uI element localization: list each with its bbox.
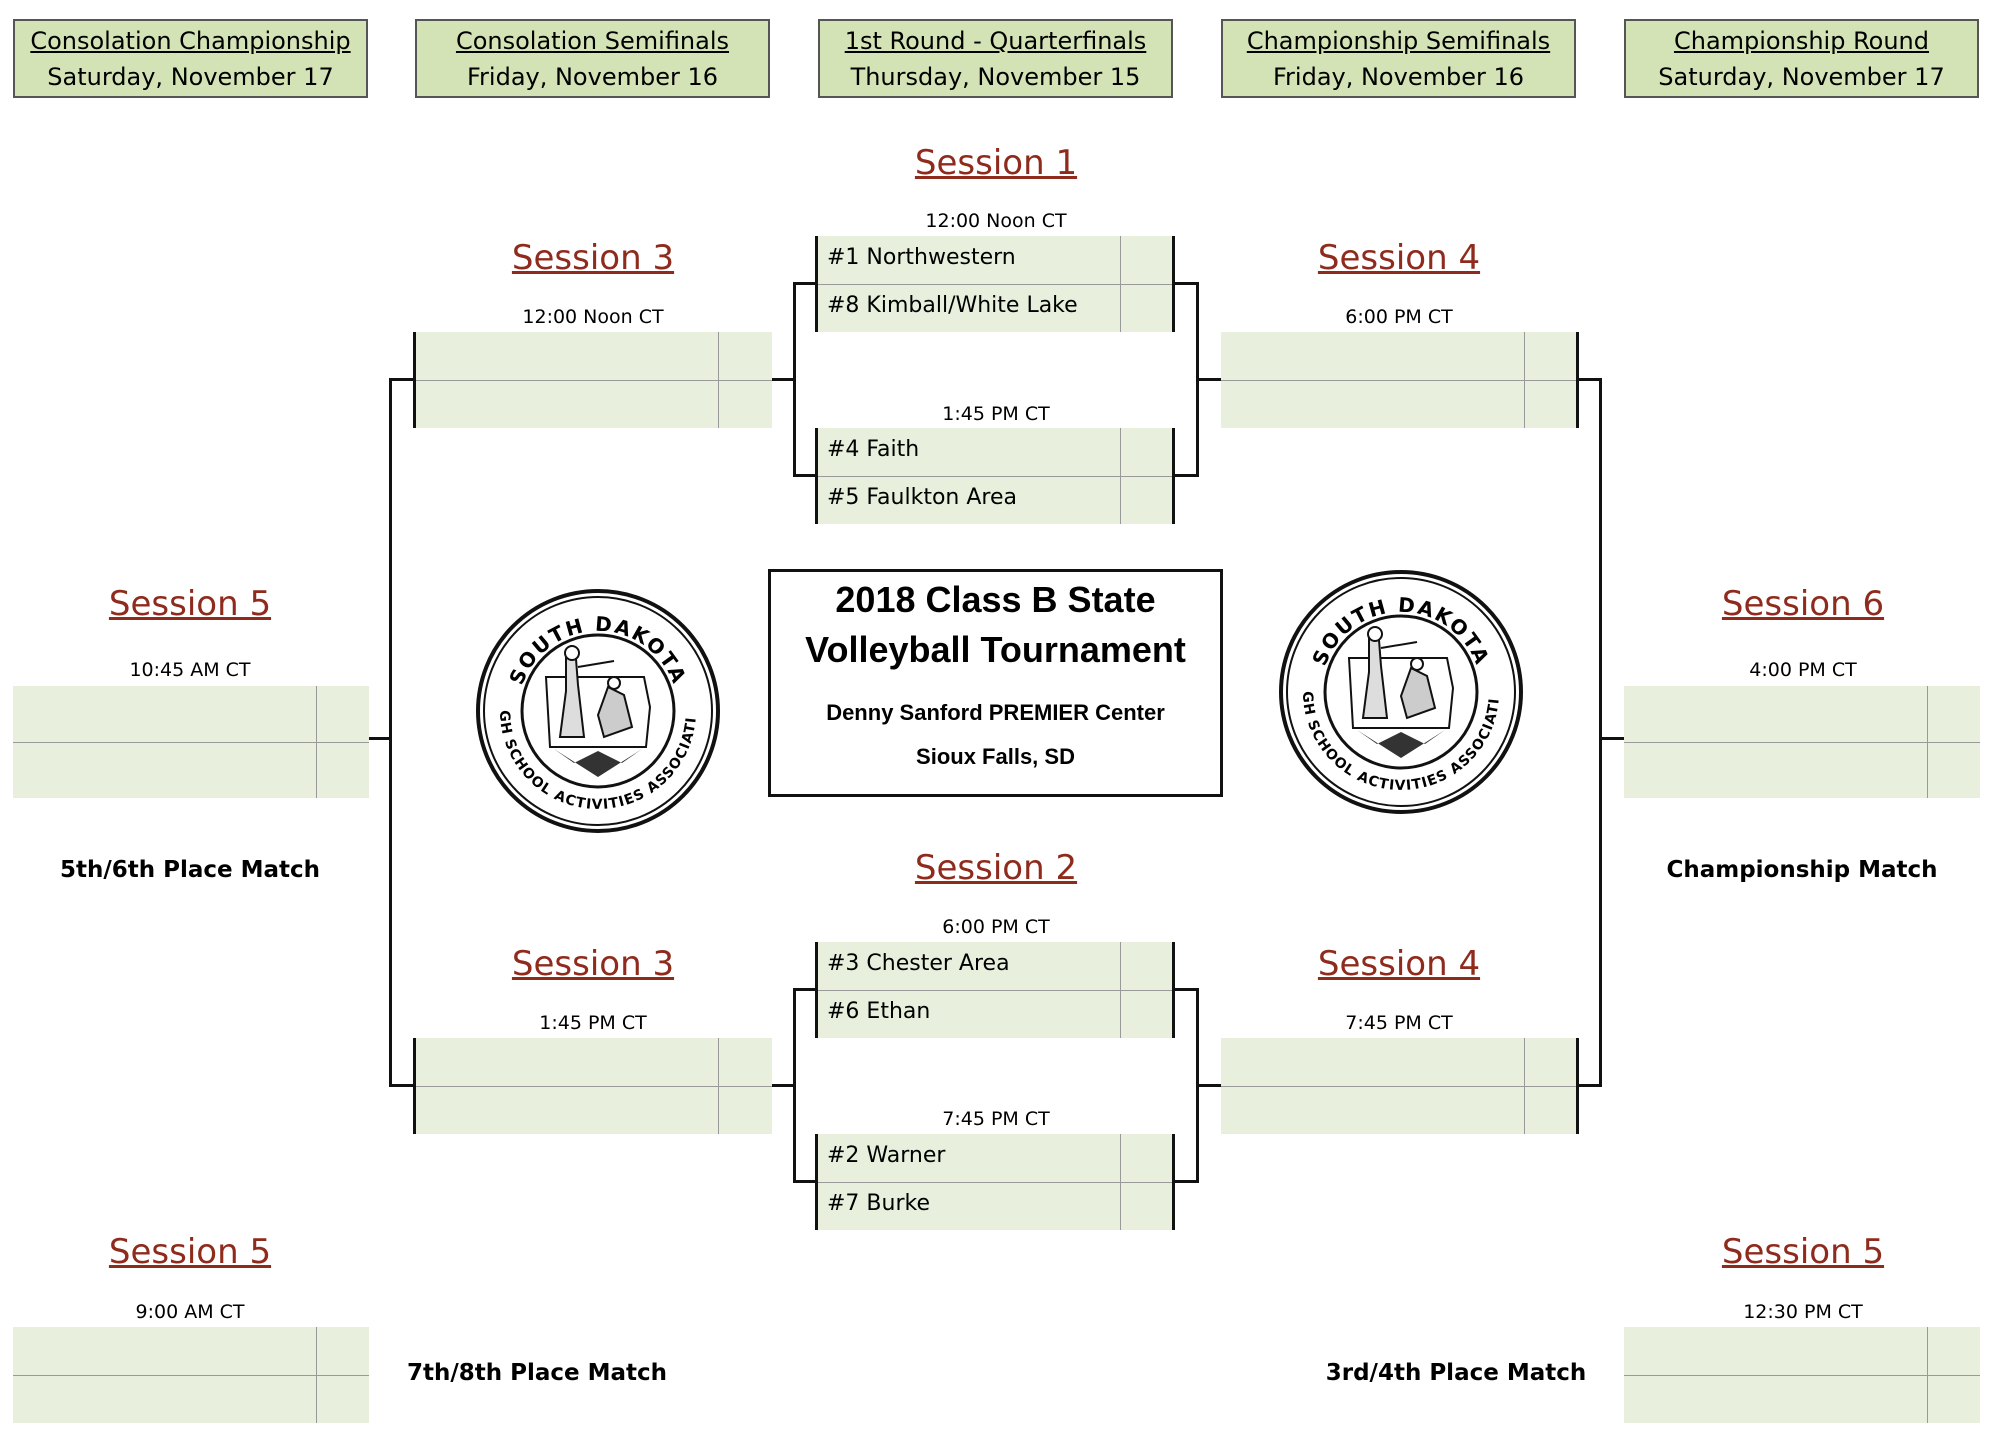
header-title: 1st Round - Quarterfinals (844, 27, 1147, 55)
session-label: Session 4 (1317, 238, 1481, 278)
team-name: #7 Burke (827, 1191, 930, 1216)
title-line-2: Volleyball Tournament (805, 629, 1186, 670)
match-time: 1:45 PM CT (942, 403, 1050, 425)
team-slot[interactable] (1624, 1375, 1980, 1423)
match-time: 7:45 PM CT (1345, 1012, 1453, 1034)
sdhsaa-logo-right: SOUTH DAKOTA HIGH SCHOOL ACTIVITIES ASSO… (1277, 568, 1523, 814)
third-fourth-place-label: 3rd/4th Place Match (1325, 1360, 1587, 1386)
title-line-1: 2018 Class B State (835, 579, 1156, 620)
venue-name: Denny Sanford PREMIER Center (826, 700, 1165, 725)
team-slot[interactable] (1221, 1086, 1578, 1134)
team-slot[interactable] (1624, 1327, 1980, 1375)
team-slot[interactable] (1624, 742, 1980, 798)
match-time: 12:00 Noon CT (522, 306, 664, 328)
header-date: Saturday, November 17 (47, 63, 334, 91)
match-time: 10:45 AM CT (129, 659, 251, 681)
header-date: Saturday, November 17 (1658, 63, 1945, 91)
sdhsaa-logo-left: SOUTH DAKOTA HIGH SCHOOL ACTIVITIES ASSO… (474, 587, 720, 833)
match-time: 4:00 PM CT (1749, 659, 1857, 681)
header-date: Friday, November 16 (466, 63, 718, 91)
header-championship-round: Championship Round Saturday, November 17 (1624, 19, 1979, 98)
session-label: Session 3 (511, 944, 675, 984)
team-name: #1 Northwestern (827, 245, 1016, 270)
team-slot[interactable] (1221, 1038, 1578, 1086)
match-time: 7:45 PM CT (942, 1108, 1050, 1130)
team-slot[interactable] (13, 1327, 369, 1375)
team-slot[interactable]: #3 Chester Area (817, 942, 1174, 990)
team-slot[interactable] (415, 1038, 772, 1086)
match-time: 6:00 PM CT (942, 916, 1050, 938)
team-slot[interactable]: #5 Faulkton Area (817, 476, 1174, 524)
header-date: Friday, November 16 (1272, 63, 1524, 91)
session-label: Session 4 (1317, 944, 1481, 984)
team-slot[interactable] (13, 1375, 369, 1423)
session-label: Session 2 (914, 848, 1078, 888)
header-quarterfinals: 1st Round - Quarterfinals Thursday, Nove… (818, 19, 1173, 98)
match-time: 12:00 Noon CT (925, 210, 1067, 232)
team-name: #6 Ethan (827, 999, 931, 1024)
match-time: 9:00 AM CT (135, 1301, 245, 1323)
seventh-eighth-place-label: 7th/8th Place Match (406, 1360, 668, 1386)
session-label: Session 6 (1721, 584, 1885, 624)
team-slot[interactable]: #8 Kimball/White Lake (817, 284, 1174, 332)
session-label: Session 3 (511, 238, 675, 278)
match-time: 6:00 PM CT (1345, 306, 1453, 328)
match-time: 1:45 PM CT (539, 1012, 647, 1034)
team-slot[interactable] (1221, 380, 1578, 428)
match-time: 12:30 PM CT (1743, 1301, 1863, 1323)
team-name: #3 Chester Area (827, 951, 1010, 976)
header-title: Championship Semifinals (1246, 27, 1551, 55)
tournament-title-box: 2018 Class B State Volleyball Tournament… (768, 569, 1223, 797)
championship-match-label: Championship Match (1666, 857, 1938, 883)
fifth-sixth-place-label: 5th/6th Place Match (59, 857, 321, 883)
header-date: Thursday, November 15 (850, 63, 1141, 91)
header-title: Consolation Semifinals (455, 27, 730, 55)
header-championship-semifinals: Championship Semifinals Friday, November… (1221, 19, 1576, 98)
team-name: #4 Faith (827, 437, 920, 462)
header-title: Championship Round (1673, 27, 1930, 55)
session-label: Session 5 (1721, 1232, 1885, 1272)
team-slot[interactable]: #2 Warner (817, 1134, 1174, 1182)
team-name: #5 Faulkton Area (827, 485, 1017, 510)
team-slot[interactable] (13, 686, 369, 742)
session-label: Session 5 (108, 1232, 272, 1272)
team-slot[interactable]: #4 Faith (817, 428, 1174, 476)
team-slot[interactable]: #1 Northwestern (817, 236, 1174, 284)
team-name: #8 Kimball/White Lake (827, 293, 1078, 318)
header-consolation-semifinals: Consolation Semifinals Friday, November … (415, 19, 770, 98)
team-slot[interactable] (415, 1086, 772, 1134)
team-slot[interactable] (13, 742, 369, 798)
team-slot[interactable] (415, 380, 772, 428)
team-slot[interactable] (415, 332, 772, 380)
header-consolation-championship: Consolation Championship Saturday, Novem… (13, 19, 368, 98)
team-slot[interactable] (1221, 332, 1578, 380)
header-title: Consolation Championship (30, 27, 351, 55)
venue-city: Sioux Falls, SD (916, 744, 1075, 769)
team-slot[interactable] (1624, 686, 1980, 742)
session-label: Session 5 (108, 584, 272, 624)
team-slot[interactable]: #6 Ethan (817, 990, 1174, 1038)
session-label: Session 1 (914, 143, 1078, 183)
team-slot[interactable]: #7 Burke (817, 1182, 1174, 1230)
team-name: #2 Warner (827, 1143, 946, 1168)
